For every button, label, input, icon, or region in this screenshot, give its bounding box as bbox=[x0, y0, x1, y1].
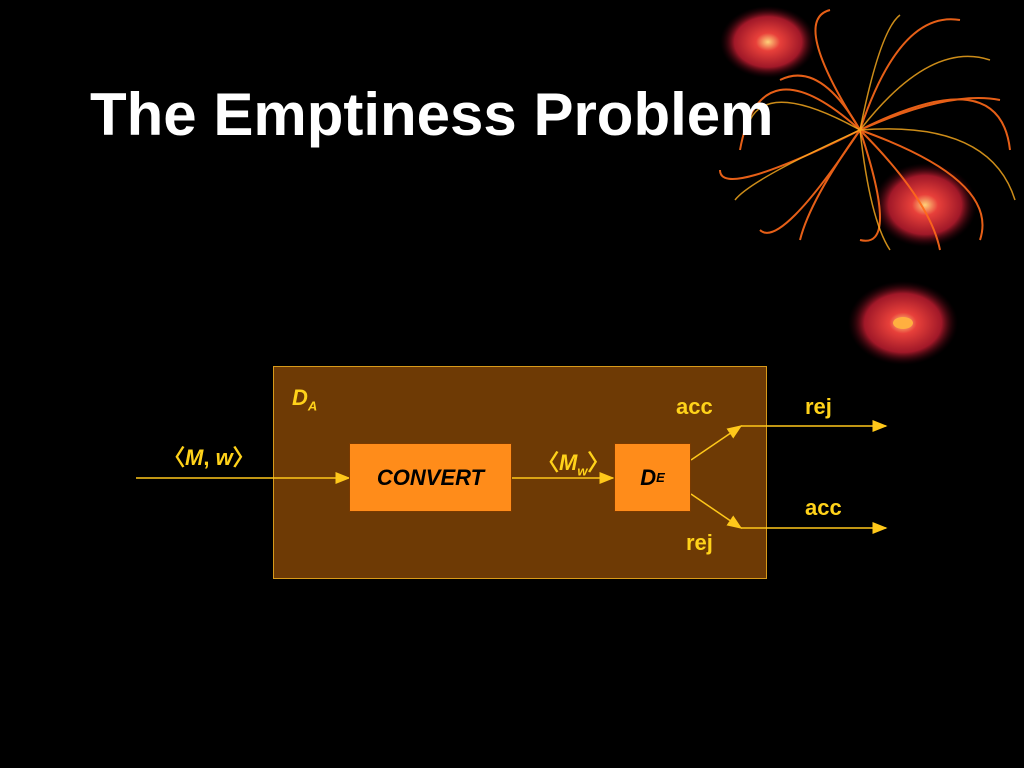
firework-bulb-small bbox=[848, 281, 958, 365]
input-w: w bbox=[215, 445, 233, 470]
inner-acc-label: acc bbox=[676, 394, 713, 419]
input-label: 〈M, w〉 bbox=[163, 440, 255, 472]
outer-label-main: D bbox=[292, 385, 308, 410]
page-title: The Emptiness Problem bbox=[90, 81, 774, 148]
mid-sub-w: w bbox=[577, 463, 588, 479]
mid-close-bracket: 〉 bbox=[587, 450, 610, 475]
convert-box: CONVERT bbox=[349, 443, 512, 512]
input-m: M bbox=[185, 445, 204, 470]
outer-label-sub: A bbox=[307, 398, 318, 414]
output-acc-label: acc bbox=[805, 495, 842, 520]
de-label-main: D bbox=[640, 464, 657, 490]
input-open-bracket: 〈 bbox=[163, 445, 186, 470]
de-label-sub: E bbox=[656, 470, 665, 485]
mid-open-bracket: 〈 bbox=[537, 450, 560, 475]
mid-m: M bbox=[559, 450, 578, 475]
firework-burst-large bbox=[719, 6, 1016, 251]
mid-label: 〈Mw〉 bbox=[537, 445, 609, 478]
de-acc-arrow bbox=[690, 425, 743, 461]
input-close-bracket: 〉 bbox=[232, 445, 255, 470]
convert-label: CONVERT bbox=[376, 464, 485, 490]
input-sep: , bbox=[203, 445, 216, 470]
outer-machine-label: DA bbox=[292, 385, 317, 413]
output-rej-label: rej bbox=[805, 394, 832, 419]
inner-rej-label: rej bbox=[686, 530, 713, 555]
de-rej-arrow bbox=[690, 493, 743, 529]
